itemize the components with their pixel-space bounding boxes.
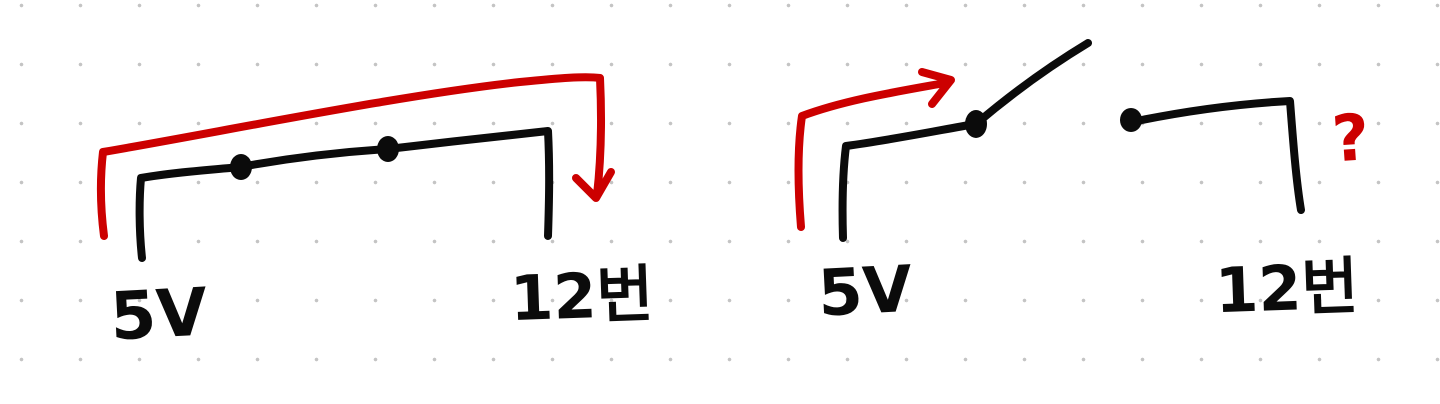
left-source-label: 5V xyxy=(108,274,209,356)
left-current-path xyxy=(96,73,605,240)
right-switch-node-left xyxy=(965,110,987,138)
right-circuit-wire-right xyxy=(1128,97,1305,214)
right-current-arrowhead xyxy=(918,68,955,108)
left-target-label: 12번 xyxy=(509,257,655,335)
left-switch-node-1 xyxy=(230,154,252,180)
right-target-label: 12번 xyxy=(1214,249,1360,327)
left-current-arrowhead xyxy=(572,168,615,202)
left-switch-node-2 xyxy=(377,136,399,162)
left-circuit-wire xyxy=(135,127,554,262)
right-current-path xyxy=(794,79,949,231)
left-circuit: 5V 12번 xyxy=(96,73,655,356)
right-source-label: 5V xyxy=(816,253,914,332)
right-circuit: ? 5V 12번 xyxy=(794,39,1372,332)
right-switch-node-right xyxy=(1120,108,1142,132)
right-open-switch-lever xyxy=(972,39,1092,128)
right-circuit-wire-left xyxy=(838,120,979,242)
question-mark: ? xyxy=(1330,101,1372,177)
